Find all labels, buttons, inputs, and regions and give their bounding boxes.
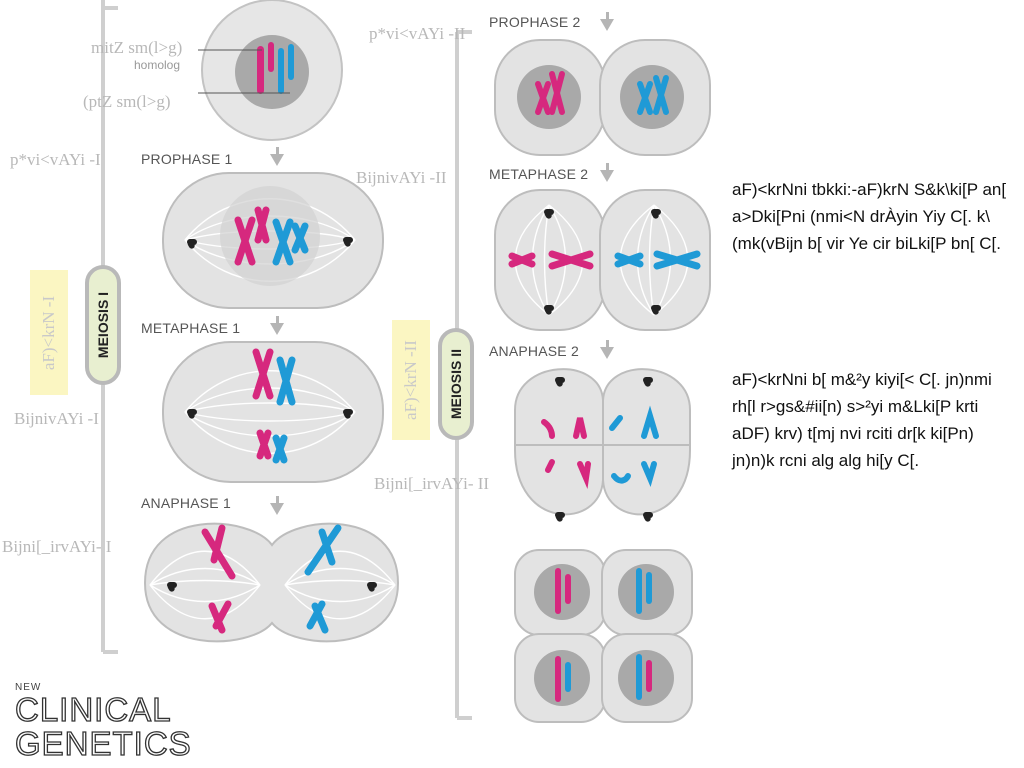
prophase-1-gloss: p*vi<vAYi -I [10, 150, 101, 169]
anaphase-2-title: ANAPHASE 2 [489, 343, 579, 359]
metaphase-1-cell [162, 341, 384, 483]
metaphase-2-title: METAPHASE 2 [489, 166, 589, 182]
metaphase-2-cells [494, 189, 711, 331]
arrow-down-icon [600, 340, 614, 359]
meiosis-2-label: MEIOSIS II [448, 348, 464, 420]
metaphase-2-gloss: BijnivAYi -II [356, 168, 447, 187]
prophase-1-title: PROPHASE 1 [141, 151, 233, 167]
parent-cell [198, 0, 343, 141]
anaphase-2-gloss: Bijni[_irvAYi- II [374, 474, 490, 493]
metaphase-1-gloss: BijnivAYi -I [14, 409, 99, 428]
paternal-homolog-label: (ptZ sm(l>g) [83, 92, 171, 111]
description-paragraph-2: aF)<krNni b[ m&²y kiyi[< C[. jn)nmi rh[l… [732, 370, 992, 470]
prophase-1-cell [162, 172, 384, 309]
arrow-down-icon [600, 12, 614, 31]
meiosis-1-pill: MEIOSIS I [85, 265, 121, 385]
division-2-label: aF)<krN -II [401, 340, 420, 420]
arrow-down-icon [270, 496, 284, 515]
prophase-2-gloss: p*vi<vAYi -II [369, 24, 466, 43]
prophase-2-title: PROPHASE 2 [489, 14, 581, 30]
metaphase-1-title: METAPHASE 1 [141, 320, 241, 336]
division-1-label: aF)<krN -I [39, 295, 58, 370]
logo-line-1: CLINICAL [14, 691, 172, 728]
meiosis-1-label: MEIOSIS I [95, 291, 111, 359]
division-2-box: aF)<krN -II [392, 320, 430, 440]
anaphase-1-title: ANAPHASE 1 [141, 495, 231, 511]
maternal-homolog-label: mitZ sm(l>g) [91, 38, 183, 57]
arrow-down-icon [600, 163, 614, 182]
anaphase-2-cells [514, 368, 691, 523]
anaphase-1-cell [143, 522, 400, 643]
division-1-box: aF)<krN -I [30, 270, 68, 395]
anaphase-1-gloss: Bijni[_irvAYi- I [2, 537, 112, 556]
arrow-down-icon [270, 316, 284, 335]
homolog-label: homolog [134, 58, 181, 72]
arrow-down-icon [270, 147, 284, 166]
logo-line-2: GENETICS [14, 725, 192, 762]
logo-new: NEW [15, 682, 42, 693]
meiosis-2-pill: MEIOSIS II [438, 328, 474, 440]
prophase-2-cells [494, 39, 711, 156]
clinical-genetics-logo: NEW CLINICAL GENETICS [14, 682, 192, 762]
description-paragraph-1: aF)<krNni tbkki:-aF)krN S&k\ki[P an[ a>D… [732, 180, 1007, 253]
daughter-cells [514, 549, 693, 723]
